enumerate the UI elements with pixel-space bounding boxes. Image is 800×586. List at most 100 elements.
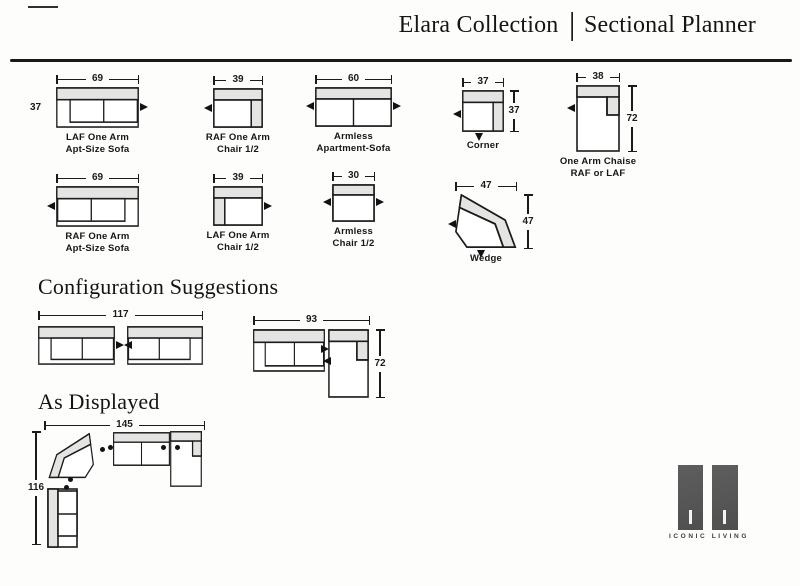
catalog-piece-wedge: 47 47 Wedge	[448, 180, 534, 264]
armless-chair-plan-drawing	[332, 184, 375, 222]
depth-dimension: 37	[508, 90, 520, 132]
catalog-piece-armless-apartment-sofa: 60 Armless Apartment-Sofa	[306, 73, 401, 154]
configuration-sofa-chaise: 93 72	[253, 313, 393, 400]
connector-arrow-right	[264, 202, 272, 210]
laf-chair-plan-drawing	[213, 186, 263, 226]
configurations-heading: Configuration Suggestions	[38, 274, 279, 299]
corner-plan-drawing	[462, 90, 504, 132]
dim-value: 47	[522, 213, 534, 230]
wedge-plan-drawing	[455, 194, 517, 248]
connector-dot	[64, 485, 69, 490]
depth-dimension: 47	[522, 194, 534, 249]
chaise-plan-drawing	[328, 329, 369, 398]
catalog-piece-raf-chair-half: 39 RAF One Arm Chair 1/2	[204, 74, 270, 155]
laf-sofa-plan-drawing	[56, 87, 139, 128]
piece-label: Armless Apartment-Sofa	[316, 131, 391, 154]
raf-chair-plan-drawing	[213, 88, 263, 128]
header-rule	[10, 59, 792, 62]
dim-value: 72	[374, 355, 386, 372]
dim-value: 37	[508, 103, 520, 119]
dim-value: 72	[626, 110, 638, 127]
logo-block-right	[712, 465, 738, 530]
raf-sofa-plan-drawing	[56, 186, 139, 227]
connector-arrow-left	[204, 104, 212, 112]
catalog-piece-laf-chair-half: 39 LAF One Arm Chair 1/2	[206, 172, 272, 253]
width-dimension: 69	[56, 72, 139, 85]
connector-arrow-left	[323, 198, 331, 206]
dim-value: 47	[480, 179, 492, 191]
piece-label: RAF One Arm Apt-Size Sofa	[65, 231, 130, 254]
dim-value: 93	[305, 313, 318, 325]
piece-label: Wedge	[470, 253, 502, 264]
laf-sofa-plan-drawing	[38, 326, 115, 365]
connector-dot	[68, 477, 73, 482]
connector-dot	[175, 445, 180, 450]
catalog-piece-one-arm-chaise: 38 72 One Arm Chaise RAF or LAF	[560, 71, 638, 179]
dim-value: 145	[116, 418, 133, 430]
width-dimension: 69	[56, 171, 139, 184]
brand-logo: ICONIC LIVING	[669, 465, 746, 547]
piece-label: RAF One Arm Chair 1/2	[205, 132, 271, 155]
dim-value: 39	[232, 171, 244, 183]
width-dimension: 47	[455, 179, 517, 192]
depth-dimension: 37	[30, 102, 42, 113]
dim-value: 69	[91, 72, 104, 84]
catalog-piece-raf-apt-sofa: 69 RAF One Arm Apt-Size Sofa	[47, 172, 139, 254]
dim-value: 39	[232, 73, 244, 85]
connector-arrow-left	[448, 220, 456, 228]
configuration-two-sofas: 117	[38, 308, 204, 370]
piece-label: Armless Chair 1/2	[332, 226, 375, 249]
logo-i-mark	[723, 510, 726, 524]
dim-value: 60	[347, 72, 360, 84]
connector-arrow-down	[477, 250, 485, 258]
catalog-piece-laf-apt-sofa: 69 37 LAF One Arm Apt-Size Sofa	[30, 73, 148, 155]
connector-dot	[161, 445, 166, 450]
chaise-plan-drawing	[170, 431, 202, 487]
chaise-plan-drawing	[576, 85, 620, 152]
connector-arrow-right	[393, 102, 401, 110]
piece-label: LAF One Arm Apt-Size Sofa	[65, 132, 130, 155]
catalog-piece-corner: 37 37 Corner	[453, 76, 520, 151]
dim-value: 30	[347, 169, 360, 181]
page-title: Elara Collection|Sectional Planner	[260, 8, 756, 42]
document-name: Sectional Planner	[583, 12, 756, 38]
dim-value: 37	[477, 75, 489, 87]
scan-mark	[28, 6, 58, 8]
overall-width-dimension: 93	[253, 313, 370, 326]
logo-i-mark	[689, 510, 692, 524]
connector-arrow-left	[453, 110, 461, 118]
overall-width-dimension: 145	[44, 418, 205, 431]
connector-dot	[108, 445, 113, 450]
connector-arrow-left	[567, 104, 575, 112]
width-dimension: 30	[332, 169, 375, 182]
vertical-sofa-plan-drawing	[47, 488, 78, 548]
overall-depth-dimension: 72	[374, 329, 386, 398]
connector-arrow-left	[323, 357, 331, 365]
logo-block-left	[678, 465, 703, 530]
piece-label: Corner	[466, 140, 500, 151]
width-dimension: 39	[213, 171, 263, 184]
as-displayed-heading: As Displayed	[38, 389, 160, 414]
wedge-plan-drawing-mirrored	[48, 433, 94, 479]
piece-label: LAF One Arm Chair 1/2	[206, 230, 270, 253]
width-dimension: 37	[462, 75, 504, 88]
connector-arrow-left	[124, 341, 132, 349]
armless-sofa-plan-drawing	[315, 87, 392, 127]
catalog-piece-armless-chair-half: 30 Armless Chair 1/2	[323, 170, 384, 249]
width-dimension: 38	[576, 71, 620, 83]
connector-arrow-down	[475, 133, 483, 141]
connector-arrow-left	[306, 102, 314, 110]
dim-value: 69	[91, 171, 104, 183]
brand-name: ICONIC LIVING	[668, 533, 750, 540]
connector-arrow-right	[140, 103, 148, 111]
dim-value: 116	[27, 480, 45, 496]
connector-arrow-right	[321, 345, 329, 353]
as-displayed-configuration: 145 116	[27, 418, 215, 558]
laf-sofa-plan-drawing	[253, 329, 325, 372]
connector-arrow-left	[47, 202, 55, 210]
overall-width-dimension: 117	[38, 308, 204, 321]
connector-arrow-right	[376, 198, 384, 206]
overall-depth-dimension: 116	[27, 431, 45, 545]
dim-value: 117	[112, 308, 129, 320]
